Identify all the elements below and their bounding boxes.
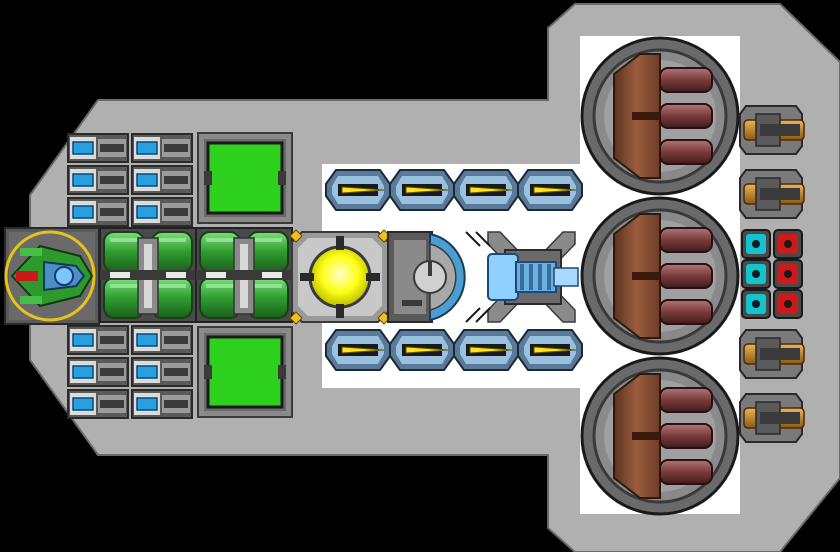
blade-pod: [453, 169, 519, 211]
node-cell: [773, 229, 803, 259]
ice-cannon-module: [465, 231, 579, 323]
green-panel: [197, 132, 293, 224]
bronze-gun: [739, 169, 805, 219]
yellow-reactor-core-icon: [308, 245, 372, 309]
blade-pod: [389, 329, 455, 371]
battery-cell: [67, 165, 129, 195]
reactor-module: [289, 229, 391, 325]
node-cell: [773, 289, 803, 319]
shield-dome-module: [387, 231, 466, 323]
bronze-gun: [739, 105, 805, 155]
battery-cell: [131, 165, 193, 195]
green-panel: [197, 326, 293, 418]
battery-cell: [67, 325, 129, 355]
main-turret: [580, 356, 740, 516]
blade-pod: [517, 169, 583, 211]
battery-cell: [131, 357, 193, 387]
battery-cell: [67, 197, 129, 227]
bronze-gun: [739, 393, 805, 443]
fuel-tank: [99, 227, 197, 323]
blade-pod: [325, 169, 391, 211]
battery-cell: [131, 133, 193, 163]
blade-pod: [325, 329, 391, 371]
blade-pod: [453, 329, 519, 371]
node-cell: [741, 259, 771, 289]
node-cell: [741, 229, 771, 259]
main-turret: [580, 196, 740, 356]
bronze-gun: [739, 329, 805, 379]
battery-cell: [67, 389, 129, 419]
blue-shield-dome-icon: [413, 232, 466, 322]
battery-cell: [67, 357, 129, 387]
node-cell: [773, 259, 803, 289]
blade-pod: [517, 329, 583, 371]
battery-cell: [131, 389, 193, 419]
fuel-tank: [195, 227, 293, 323]
cockpit-module: [4, 227, 100, 325]
ice-blue-cannon-icon: [487, 253, 579, 301]
battery-cell: [67, 133, 129, 163]
battery-cell: [131, 197, 193, 227]
node-cell: [741, 289, 771, 319]
blade-pod: [389, 169, 455, 211]
green-fighter-cockpit-icon: [4, 230, 96, 322]
main-turret: [580, 36, 740, 196]
battery-cell: [131, 325, 193, 355]
